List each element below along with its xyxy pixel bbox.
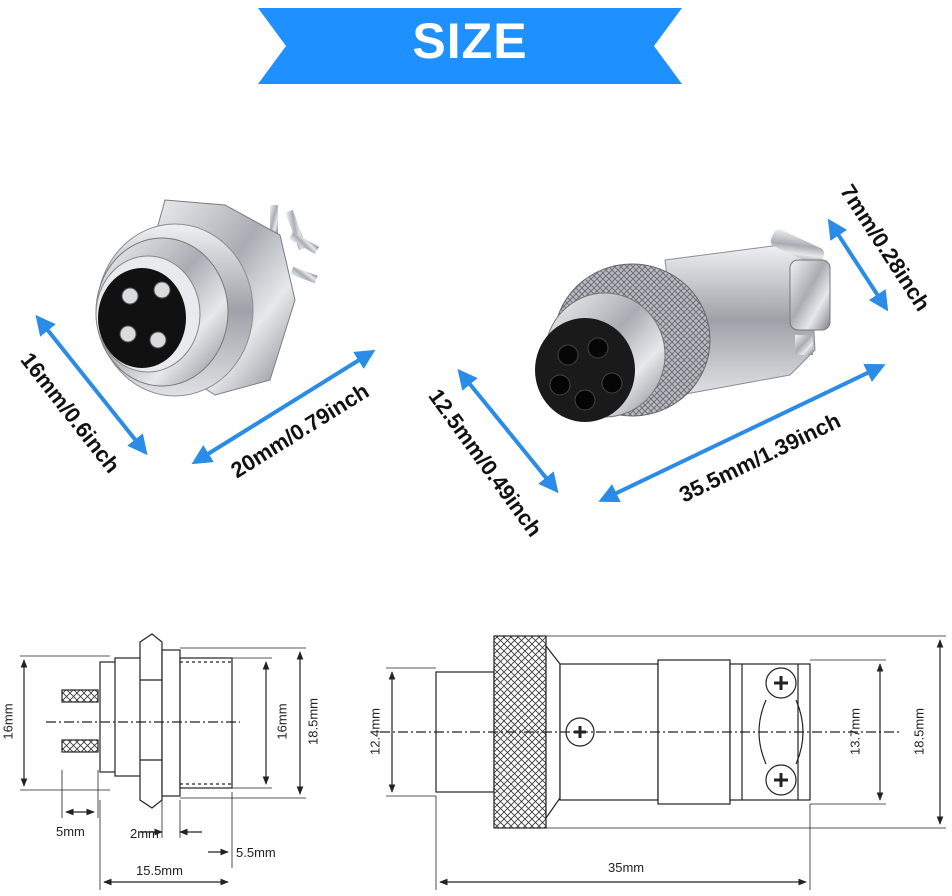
socket-drawing: [20, 633, 306, 890]
plug-outer-drawing-label: 18.5mm: [911, 708, 927, 755]
banner-title: SIZE: [412, 13, 528, 69]
size-banner: [258, 8, 682, 84]
socket-pin-length-label: 5mm: [56, 824, 85, 839]
socket-thread-label: 5.5mm: [236, 845, 276, 860]
plug-body-drawing-label: 13.7mm: [847, 708, 863, 755]
socket-height-outer-label: 18.5mm: [305, 698, 321, 745]
socket-height-left-label: 16mm: [0, 703, 16, 740]
plug-length-drawing-label: 35mm: [608, 860, 645, 875]
photo-dimension-arrows: [35, 218, 889, 503]
socket-flange-label: 2mm: [130, 826, 159, 841]
plug-face-drawing-label: 12.4mm: [367, 708, 383, 755]
socket-total-label: 15.5mm: [136, 863, 183, 878]
plug-drawing: [380, 635, 946, 890]
socket-height-inner-label: 16mm: [274, 703, 290, 740]
